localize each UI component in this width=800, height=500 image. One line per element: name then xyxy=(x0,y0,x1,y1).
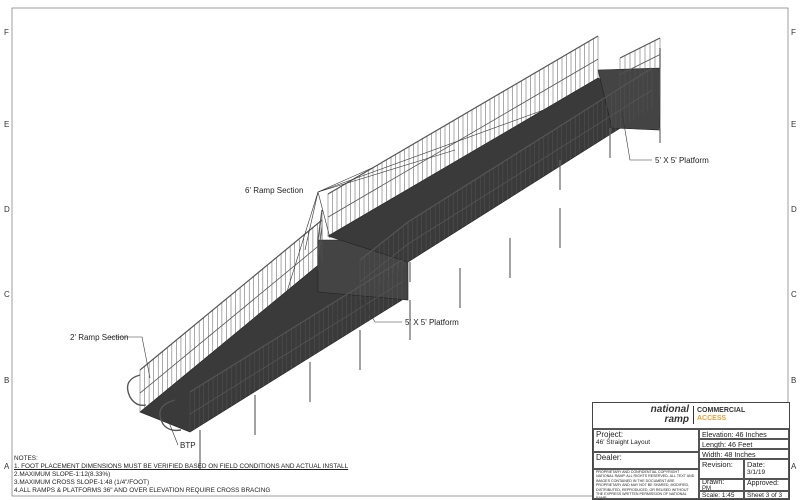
zone-label: A xyxy=(4,462,10,471)
dealer-label: Dealer: xyxy=(593,452,699,469)
project-cell: Project: 46' Straight Layout xyxy=(593,429,699,452)
zone-label: E xyxy=(791,120,797,129)
zone-label: E xyxy=(4,120,10,129)
proprietary-notice: PROPRIETARY AND CONFIDENTIAL COPYRIGHT N… xyxy=(593,469,699,499)
logo: national ramp COMMERCIAL ACCESS xyxy=(593,403,789,429)
note-item: 3.MAXIMUM CROSS SLOPE-1:48 (1/4"/FOOT) xyxy=(14,479,150,486)
note-item: 1. FOOT PLACEMENT DIMENSIONS MUST BE VER… xyxy=(14,463,349,470)
notes: NOTES: 1. FOOT PLACEMENT DIMENSIONS MUST… xyxy=(14,455,348,495)
width: Width: 48 Inches xyxy=(699,449,789,459)
callout-top-platform: 5' X 5' Platform xyxy=(655,156,709,165)
zone-label: A xyxy=(791,462,797,471)
date-label: Date: xyxy=(747,460,765,469)
logo-text: COMMERCIAL xyxy=(697,407,746,414)
drawn-cell: Drawn: PM xyxy=(699,479,744,491)
zone-label: C xyxy=(791,290,797,299)
sheet-number: Sheet 3 of 3 xyxy=(744,491,789,499)
drawn-value: PM xyxy=(702,486,711,491)
logo-text: ACCESS xyxy=(697,415,727,422)
sheet-border xyxy=(11,7,789,497)
callout-6ft-ramp-section: 6' Ramp Section xyxy=(245,186,304,195)
note-item: 2.MAXIMUM SLOPE-1:12(8.33%) xyxy=(14,471,111,478)
scale: Scale: 1:45 xyxy=(699,491,744,499)
drawn-label: Drawn: xyxy=(702,479,725,486)
logo-text: national xyxy=(650,404,689,415)
zone-label: D xyxy=(4,205,10,214)
zone-label: B xyxy=(4,376,10,385)
zone-label: B xyxy=(791,376,797,385)
date-cell: Date: 3/1/19 xyxy=(744,459,789,479)
zone-label: F xyxy=(791,28,796,37)
date-value: 3/1/19 xyxy=(747,469,766,476)
handrail-return xyxy=(126,374,147,407)
zone-label: F xyxy=(4,28,9,37)
project-label: Project: xyxy=(596,430,624,439)
callout-mid-platform: 5' X 5' Platform xyxy=(405,318,459,327)
zone-label: D xyxy=(791,205,797,214)
note-item: 4.ALL RAMPS & PLATFORMS 36" AND OVER ELE… xyxy=(14,487,271,494)
length: Length: 46 Feet xyxy=(699,439,789,449)
elevation: Elevation: 46 Inches xyxy=(699,429,789,439)
callout-btp: BTP xyxy=(180,441,196,450)
revision-label: Revision: xyxy=(699,459,744,479)
ramp-drawing xyxy=(126,35,661,470)
notes-title: NOTES: xyxy=(14,455,38,462)
callout-2ft-ramp-section: 2' Ramp Section xyxy=(70,333,129,342)
approved-label: Approved: xyxy=(744,479,789,491)
project-value: 46' Straight Layout xyxy=(596,439,650,446)
handrail-return xyxy=(159,399,182,432)
zone-label: C xyxy=(4,290,10,299)
logo-text: ramp xyxy=(664,414,689,425)
title-block: national ramp COMMERCIAL ACCESS Project:… xyxy=(592,402,790,500)
leader-lines xyxy=(110,103,652,446)
